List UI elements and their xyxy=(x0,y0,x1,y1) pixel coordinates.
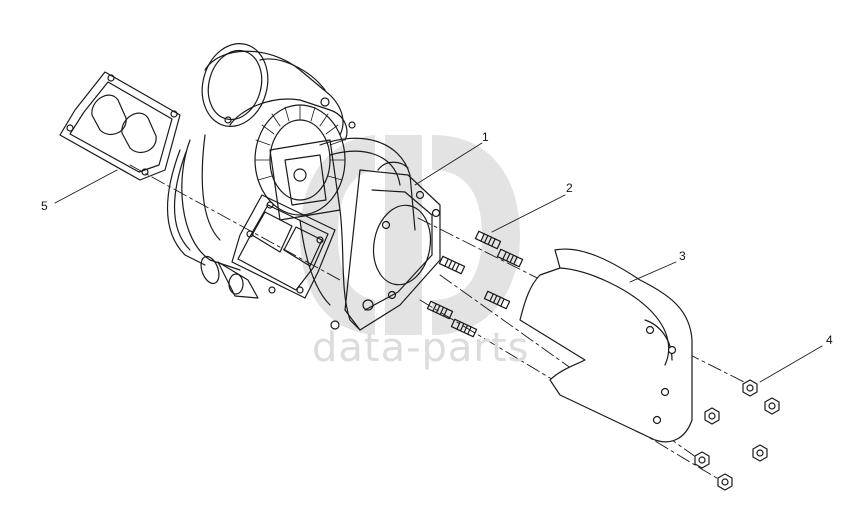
nut xyxy=(752,444,768,462)
watermark-logo xyxy=(300,135,520,335)
leader-line-4 xyxy=(759,345,823,383)
stud xyxy=(496,248,524,268)
stud xyxy=(450,318,478,338)
leader-line-1 xyxy=(414,142,483,186)
nut xyxy=(717,473,733,491)
callout-2: 2 xyxy=(566,181,573,195)
nut xyxy=(694,451,710,469)
leader-lines xyxy=(54,142,823,383)
turbocharger xyxy=(167,42,416,331)
callout-4: 4 xyxy=(826,333,833,347)
leader-line-5 xyxy=(54,169,118,204)
callout-3: 3 xyxy=(679,249,686,263)
stud xyxy=(438,255,466,275)
watermark-text: data-parts xyxy=(312,325,530,371)
leader-line-3 xyxy=(629,261,677,283)
nut xyxy=(764,397,780,415)
stud xyxy=(426,300,454,320)
exhaust-flange-part-1 xyxy=(344,161,441,331)
nut xyxy=(742,379,758,397)
nuts-part-4 xyxy=(694,379,780,491)
heat-shield-part-3 xyxy=(519,248,693,443)
callout-1: 1 xyxy=(482,130,489,144)
stud xyxy=(483,290,511,310)
stud xyxy=(474,230,502,250)
callout-5: 5 xyxy=(41,199,48,213)
studs-part-2 xyxy=(426,230,524,338)
leader-line-2 xyxy=(491,194,566,233)
nut xyxy=(704,407,720,425)
gasket-part-5 xyxy=(59,71,181,181)
turbine-inlet-flange xyxy=(231,194,336,299)
